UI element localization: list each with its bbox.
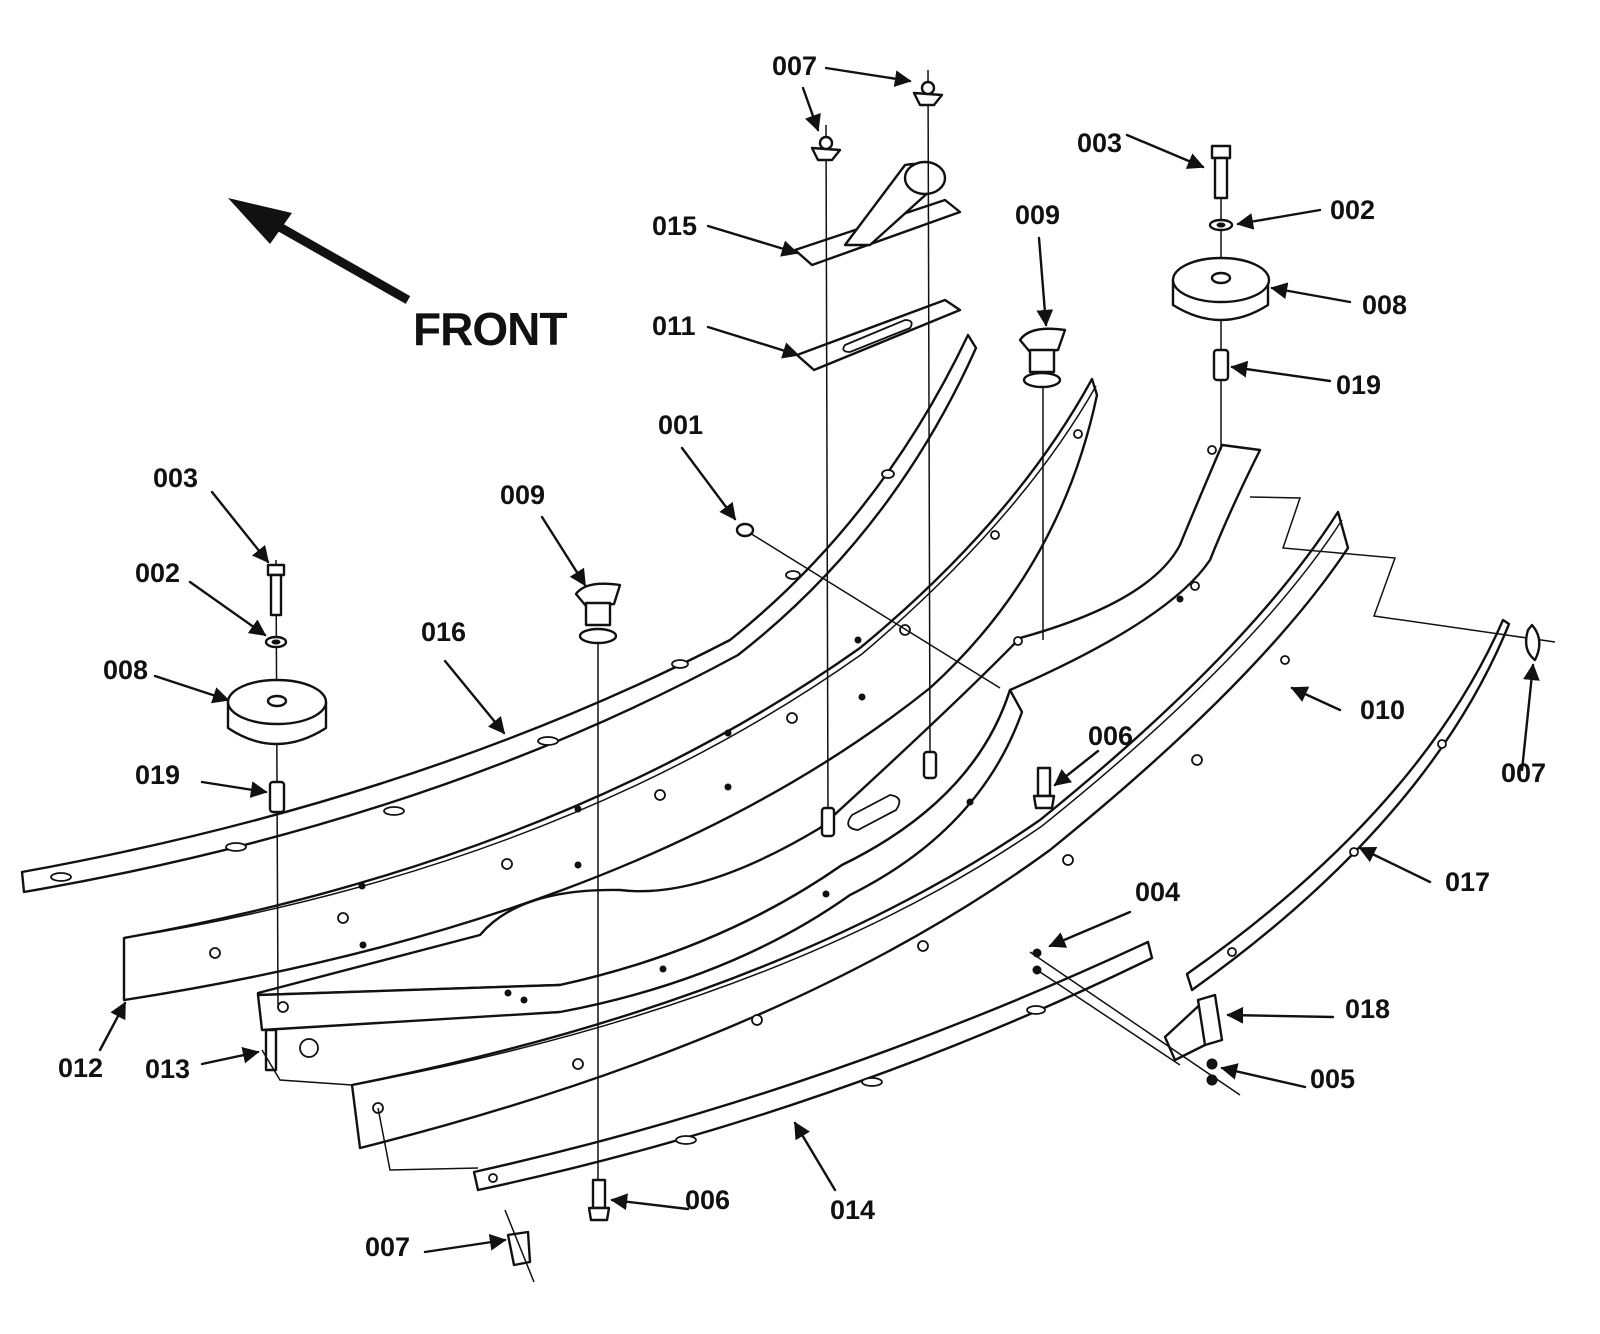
label-003-left: 003: [153, 463, 198, 493]
wing-nut-top-left: [810, 135, 842, 162]
label-012: 012: [58, 1053, 103, 1083]
wing-nut-top-right: [912, 80, 944, 107]
part-012-curved-panel: [122, 377, 1099, 1002]
label-001: 001: [658, 410, 703, 440]
label-018: 018: [1345, 994, 1390, 1024]
wing-nut-bottom: [504, 1209, 535, 1283]
bolt-left: [264, 563, 288, 649]
knob-left: [574, 582, 622, 645]
label-009-left: 009: [500, 480, 545, 510]
label-006-bottom: 006: [685, 1185, 730, 1215]
label-009-right: 009: [1015, 200, 1060, 230]
wall-holes: [372, 655, 1290, 1114]
label-011: 011: [652, 311, 696, 341]
part-010-inner-wall: [350, 510, 1350, 1150]
label-005: 005: [1310, 1064, 1355, 1094]
label-007-bottom: 007: [365, 1232, 410, 1262]
weight-disc-left: [226, 678, 328, 746]
hex-bolt-bottom: [587, 1178, 611, 1222]
part-014-lower-strip: [472, 940, 1154, 1192]
nut-001: [735, 522, 755, 538]
part-015-tube-plate: [793, 160, 962, 267]
front-label: FRONT: [413, 303, 567, 355]
label-010: 010: [1360, 695, 1405, 725]
label-007-right: 007: [1501, 758, 1546, 788]
part-016-outer-strip: [20, 333, 978, 894]
label-002-left: 002: [135, 558, 180, 588]
hex-bolt-center: [1032, 766, 1056, 810]
label-008-right: 008: [1362, 290, 1407, 320]
label-019-left: 019: [135, 760, 180, 790]
label-019-right: 019: [1336, 370, 1381, 400]
panel-holes: [209, 429, 1083, 959]
base-plate-slot: [847, 794, 901, 831]
label-014: 014: [830, 1195, 875, 1225]
front-direction-arrow: [228, 198, 411, 304]
bolt-right: [1208, 144, 1234, 232]
spacer-left: [268, 780, 286, 814]
spacer-center-right: [922, 750, 938, 780]
spacer-center: [820, 806, 836, 838]
part-018-bracket: [1163, 993, 1224, 1086]
label-017: 017: [1445, 867, 1490, 897]
screws-004: [1032, 948, 1181, 1066]
leader-arrows: [98, 66, 1540, 1254]
label-007-top: 007: [772, 51, 817, 81]
weight-disc-right: [1171, 256, 1271, 322]
label-015: 015: [652, 211, 697, 241]
strip-slots: [50, 469, 895, 882]
label-008-left: 008: [103, 655, 148, 685]
label-006-center: 006: [1088, 721, 1133, 751]
part-013-base-plate: [256, 443, 1262, 1072]
label-016: 016: [421, 617, 466, 647]
spacer-right: [1212, 348, 1230, 382]
label-002-right: 002: [1330, 195, 1375, 225]
part-labels: 007 015 003 002 009 008 011 019 001 003 …: [58, 51, 1546, 1262]
part-017-right-strip: [1185, 618, 1511, 992]
label-003-right: 003: [1077, 128, 1122, 158]
wing-nut-right: [1524, 623, 1541, 662]
part-011-slotted-plate: [795, 298, 962, 372]
label-004: 004: [1135, 877, 1180, 907]
label-013: 013: [145, 1054, 190, 1084]
knob-center-right: [1018, 327, 1067, 389]
